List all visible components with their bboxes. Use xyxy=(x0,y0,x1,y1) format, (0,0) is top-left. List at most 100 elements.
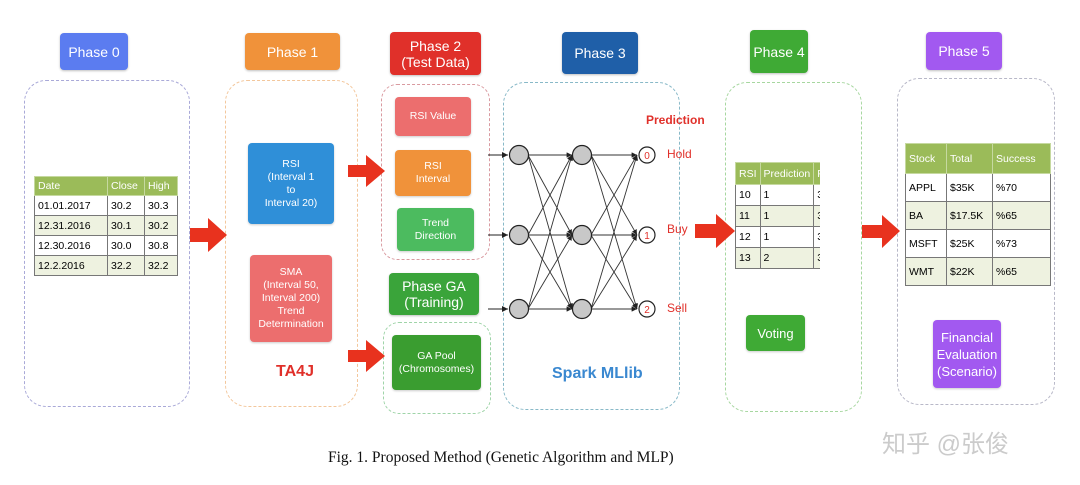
table-cell: 10 xyxy=(735,184,761,206)
network-edge xyxy=(527,234,573,310)
output-node-index: 1 xyxy=(644,231,650,242)
table-row: 13232.2 xyxy=(735,247,820,269)
table-cell: 1 xyxy=(759,184,815,206)
table-cell: MSFT xyxy=(905,229,947,258)
table-cell: $22K xyxy=(946,257,993,286)
phase-2-label: Phase 2 (Test Data) xyxy=(390,32,481,75)
phase-ga-label: Phase GA (Training) xyxy=(389,273,479,315)
financial-evaluation-box: Financial Evaluation (Scenario) xyxy=(933,320,1001,388)
rsi-value-box: RSI Value xyxy=(395,97,471,136)
table-header-cell: RSI xyxy=(735,162,761,185)
table-cell: 32.2 xyxy=(813,247,820,269)
arrow-icon xyxy=(862,215,900,248)
table-cell: %65 xyxy=(992,257,1051,286)
output-label-buy: Buy xyxy=(667,222,688,236)
table-cell: 30.3 xyxy=(813,184,820,206)
table-cell: 30.3 xyxy=(144,195,178,216)
phase-ga-container xyxy=(383,322,491,414)
table-cell: %65 xyxy=(992,201,1051,230)
table-cell: 30.2 xyxy=(144,215,178,236)
output-label-sell: Sell xyxy=(667,301,688,315)
table-cell: 1 xyxy=(759,205,815,227)
table-header-cell: Total xyxy=(946,143,993,174)
network-edge xyxy=(590,154,639,310)
table-cell: 30.8 xyxy=(813,226,820,248)
table-row: APPL$35K%70 xyxy=(905,173,1051,202)
table-row: BA$17.5K%65 xyxy=(905,201,1051,230)
output-node xyxy=(638,226,656,244)
table-cell: 32.2 xyxy=(107,255,145,276)
figure-caption: Fig. 1. Proposed Method (Genetic Algorit… xyxy=(328,449,674,466)
arrow-icon xyxy=(695,214,735,248)
table-cell: 2 xyxy=(759,247,815,269)
table-cell: 01.01.2017 xyxy=(34,195,108,216)
table-cell: BA xyxy=(905,201,947,230)
table-cell: 13 xyxy=(735,247,761,269)
network-edge xyxy=(590,234,638,310)
network-node xyxy=(571,144,593,166)
arrow-icon xyxy=(348,340,385,372)
watermark: 知乎 @张俊 xyxy=(882,431,1010,458)
table-cell: %70 xyxy=(992,173,1051,202)
output-node-index: 0 xyxy=(644,151,650,162)
table-header-cell: Price xyxy=(813,162,820,185)
table-cell: 1 xyxy=(759,226,815,248)
rsi-interval-box: RSI Interval xyxy=(395,150,471,196)
table-cell: %73 xyxy=(992,229,1051,258)
table-cell: 32.2 xyxy=(144,255,178,276)
output-node-index: 2 xyxy=(644,305,650,316)
table-cell: 12 xyxy=(735,226,761,248)
table-cell: APPL xyxy=(905,173,947,202)
table-row: 11130.2 xyxy=(735,205,820,227)
table-cell: $25K xyxy=(946,229,993,258)
table-cell: 30.2 xyxy=(107,195,145,216)
output-node xyxy=(638,300,656,318)
table-header-cell: Date xyxy=(34,176,108,196)
phase-0-label: Phase 0 xyxy=(60,33,128,70)
table-header-cell: Success xyxy=(992,143,1051,174)
phase-5-label: Phase 5 xyxy=(926,32,1002,70)
output-label-hold: Hold xyxy=(667,147,692,161)
table-cell: 30.2 xyxy=(813,205,820,227)
phase-5-container xyxy=(897,78,1055,405)
phase-3-container xyxy=(503,82,680,410)
table-row: WMT$22K%65 xyxy=(905,257,1051,286)
output-node xyxy=(638,146,656,164)
arrow-icon xyxy=(348,155,385,187)
network-edge xyxy=(590,154,638,236)
phase-3-label: Phase 3 xyxy=(562,32,638,74)
table-cell: $35K xyxy=(946,173,993,202)
network-node xyxy=(508,144,530,166)
table-header-cell: Prediction xyxy=(759,162,815,185)
network-node xyxy=(508,224,530,246)
trend-direction-box: Trend Direction xyxy=(397,208,474,251)
table-row: MSFT$25K%73 xyxy=(905,229,1051,258)
table-row: 10130.3 xyxy=(735,184,820,206)
phase-1-label: Phase 1 xyxy=(245,33,340,70)
table-cell: $17.5K xyxy=(946,201,993,230)
ga-pool-box: GA Pool (Chromosomes) xyxy=(392,335,481,390)
network-edge xyxy=(527,154,573,236)
arrow-icon xyxy=(190,218,227,252)
spark-mllib-label: Spark MLlib xyxy=(552,365,643,382)
table-cell: 30.8 xyxy=(144,235,178,256)
table-row: 12130.8 xyxy=(735,226,820,248)
prediction-label: Prediction xyxy=(646,113,705,127)
sma-box: SMA (Interval 50, Interval 200) Trend De… xyxy=(250,255,332,342)
table-header-cell: Close xyxy=(107,176,145,196)
network-edge xyxy=(527,154,574,310)
phase-0-container xyxy=(24,80,190,407)
neural-network: 0 1 2 xyxy=(488,144,656,320)
table-cell: 30.0 xyxy=(107,235,145,256)
table-cell: WMT xyxy=(905,257,947,286)
table-cell: 12.31.2016 xyxy=(34,215,108,236)
voting-box: Voting xyxy=(746,315,805,351)
rsi-box: RSI (Interval 1 to Interval 20) xyxy=(248,143,334,224)
